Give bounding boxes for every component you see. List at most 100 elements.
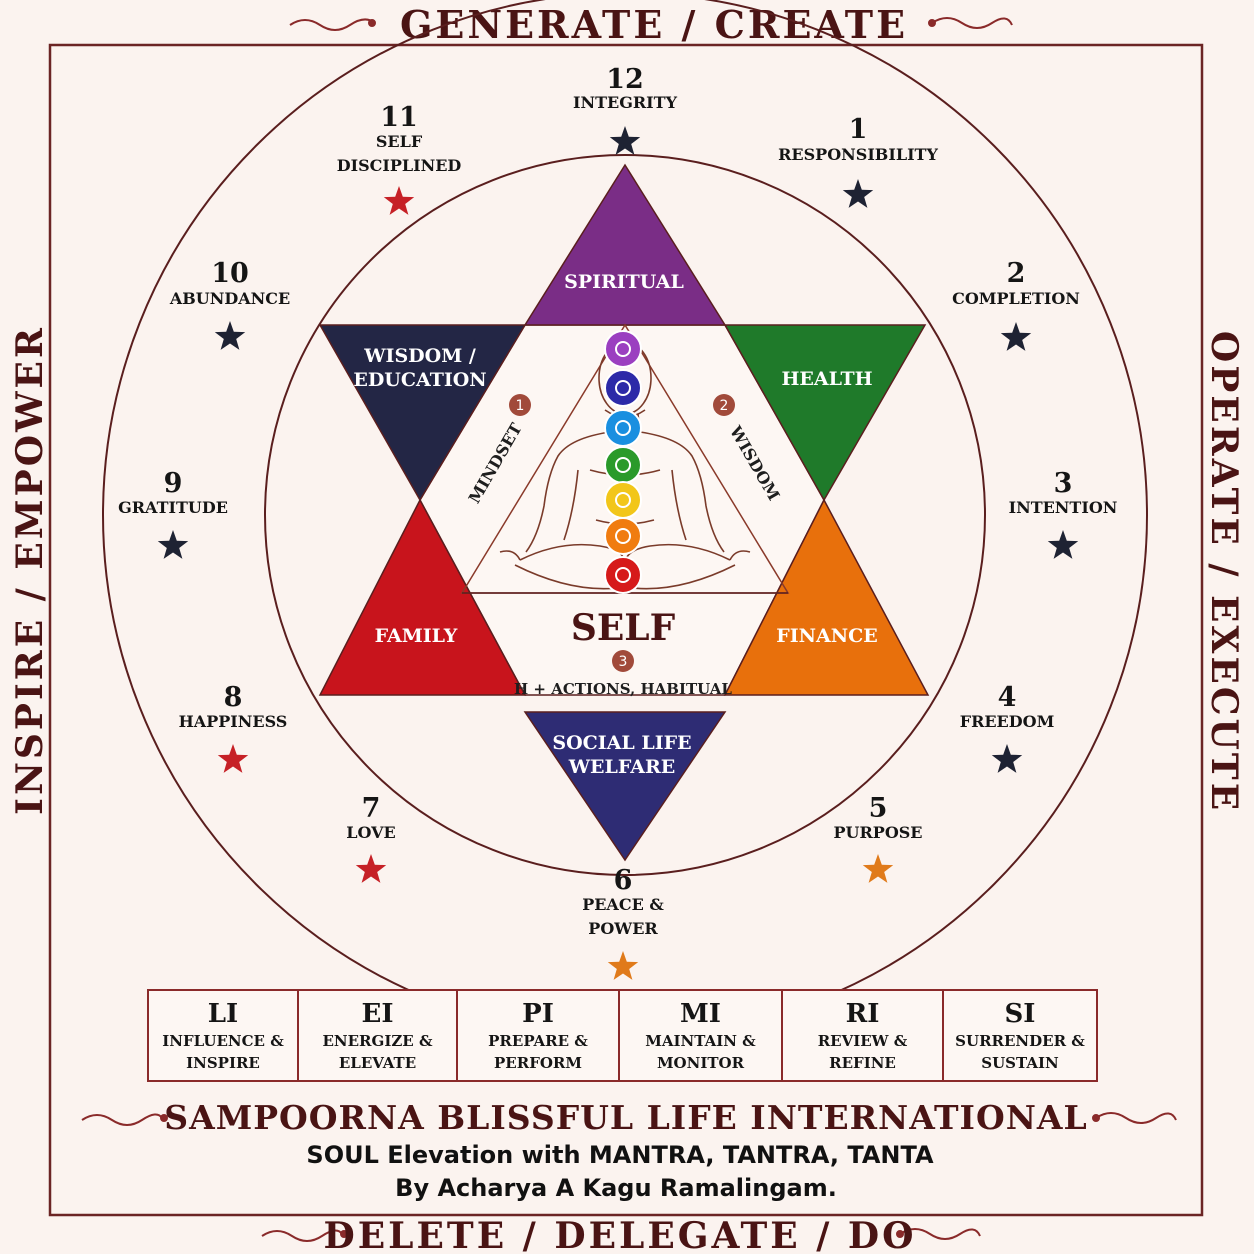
value-label: COMPLETION [952, 289, 1080, 308]
side-title-left: INSPIRE / EMPOWER [9, 325, 51, 815]
phase-line1: REVIEW & [818, 1032, 908, 1050]
value-number: 8 [224, 682, 243, 713]
star-point-wisdom [318, 324, 527, 502]
star-point-social [523, 711, 727, 862]
flourish-top-left [289, 18, 376, 31]
star-point-finance [723, 498, 930, 696]
values-ring: 12INTEGRITY1RESPONSIBILITY2COMPLETION3IN… [118, 64, 1117, 980]
value-label: PEACE & [582, 895, 664, 914]
value-label: INTENTION [1009, 498, 1118, 517]
phase-line1: PREPARE & [488, 1032, 588, 1050]
inner-circle [264, 154, 986, 876]
value-number: 4 [998, 682, 1017, 713]
star-icon [214, 321, 246, 350]
badge-3-number: 3 [619, 654, 628, 670]
phase-line1: INFLUENCE & [162, 1032, 284, 1050]
star-point-health [723, 324, 927, 502]
chakra-3 [604, 409, 642, 447]
value-number: 11 [380, 102, 418, 133]
value-label: FREEDOM [960, 712, 1055, 731]
flourish-footer-left [81, 1113, 168, 1126]
side-title-right: OPERATE / EXECUTE [1203, 331, 1245, 813]
org-name: SAMPOORNA BLISSFUL LIFE INTERNATIONAL [164, 1098, 1087, 1137]
chakra-7 [604, 556, 642, 594]
phase-line2: ELEVATE [339, 1054, 416, 1072]
value-number: 12 [606, 64, 644, 95]
outer-frame [48, 43, 1204, 1217]
flourish-bottom-right [896, 1228, 981, 1240]
phase-line2: MONITOR [657, 1054, 745, 1072]
phase-line2: SUSTAIN [981, 1054, 1059, 1072]
value-number: 6 [614, 865, 633, 896]
phase-code: MI [680, 999, 721, 1029]
phase-code: PI [522, 999, 554, 1029]
value-number: 7 [362, 793, 381, 824]
value-number: 10 [211, 258, 249, 289]
badge-3 [612, 650, 634, 672]
star-icon [842, 179, 874, 208]
value-label: SELF [376, 132, 423, 151]
chakra-5 [604, 481, 642, 519]
phase-line2: INSPIRE [186, 1054, 260, 1072]
star-point-family [318, 498, 527, 696]
self-subtitle: H + ACTIONS, HABITUAL [514, 680, 732, 698]
badge-2 [713, 394, 735, 416]
badge-2-number: 2 [720, 398, 729, 414]
star-point-label-social: SOCIAL LIFE [552, 732, 691, 754]
phase-mi: MI MAINTAIN & MONITOR [618, 990, 756, 1081]
phase-code: SI [1005, 999, 1036, 1029]
star-point-label-wisdom: WISDOM / [363, 345, 476, 367]
value-label: RESPONSIBILITY [778, 145, 938, 164]
star-point-label-social: WELFARE [568, 756, 676, 778]
star-icon [383, 186, 415, 215]
star-point-label-finance: FINANCE [776, 625, 877, 647]
star-icon [1047, 530, 1079, 559]
chakra-1 [604, 330, 642, 368]
phase-code: RI [846, 999, 880, 1029]
star-point-label-health: HEALTH [781, 368, 872, 390]
badge-1-number: 1 [516, 398, 525, 414]
side-title-bottom: DELETE / DELEGATE / DO [324, 1215, 917, 1254]
value-number: 9 [164, 468, 183, 499]
phase-line1: MAINTAIN & [645, 1032, 756, 1050]
star-icon [355, 854, 387, 883]
star-point-label-family: FAMILY [375, 625, 458, 647]
value-label: HAPPINESS [179, 712, 288, 731]
value-label: PURPOSE [834, 823, 923, 842]
value-label: DISCIPLINED [337, 156, 462, 175]
self-title: SELF [571, 607, 676, 649]
value-number: 2 [1007, 258, 1026, 289]
chakra-4 [604, 446, 642, 484]
value-number: 3 [1054, 468, 1073, 499]
star-icon [609, 126, 641, 155]
badge-1 [509, 394, 531, 416]
value-label: POWER [588, 919, 658, 938]
value-label: INTEGRITY [573, 93, 678, 112]
flourish-bottom-left [261, 1229, 348, 1242]
star-icon [217, 744, 249, 773]
star-icon [1000, 322, 1032, 351]
chakra-6 [604, 517, 642, 555]
phase-code: LI [208, 999, 238, 1029]
value-label: LOVE [346, 823, 396, 842]
phase-line1: ENERGIZE & [322, 1032, 432, 1050]
chakra-2 [604, 369, 642, 407]
chakra-column [604, 330, 642, 594]
flourish-top-right [928, 17, 1013, 29]
